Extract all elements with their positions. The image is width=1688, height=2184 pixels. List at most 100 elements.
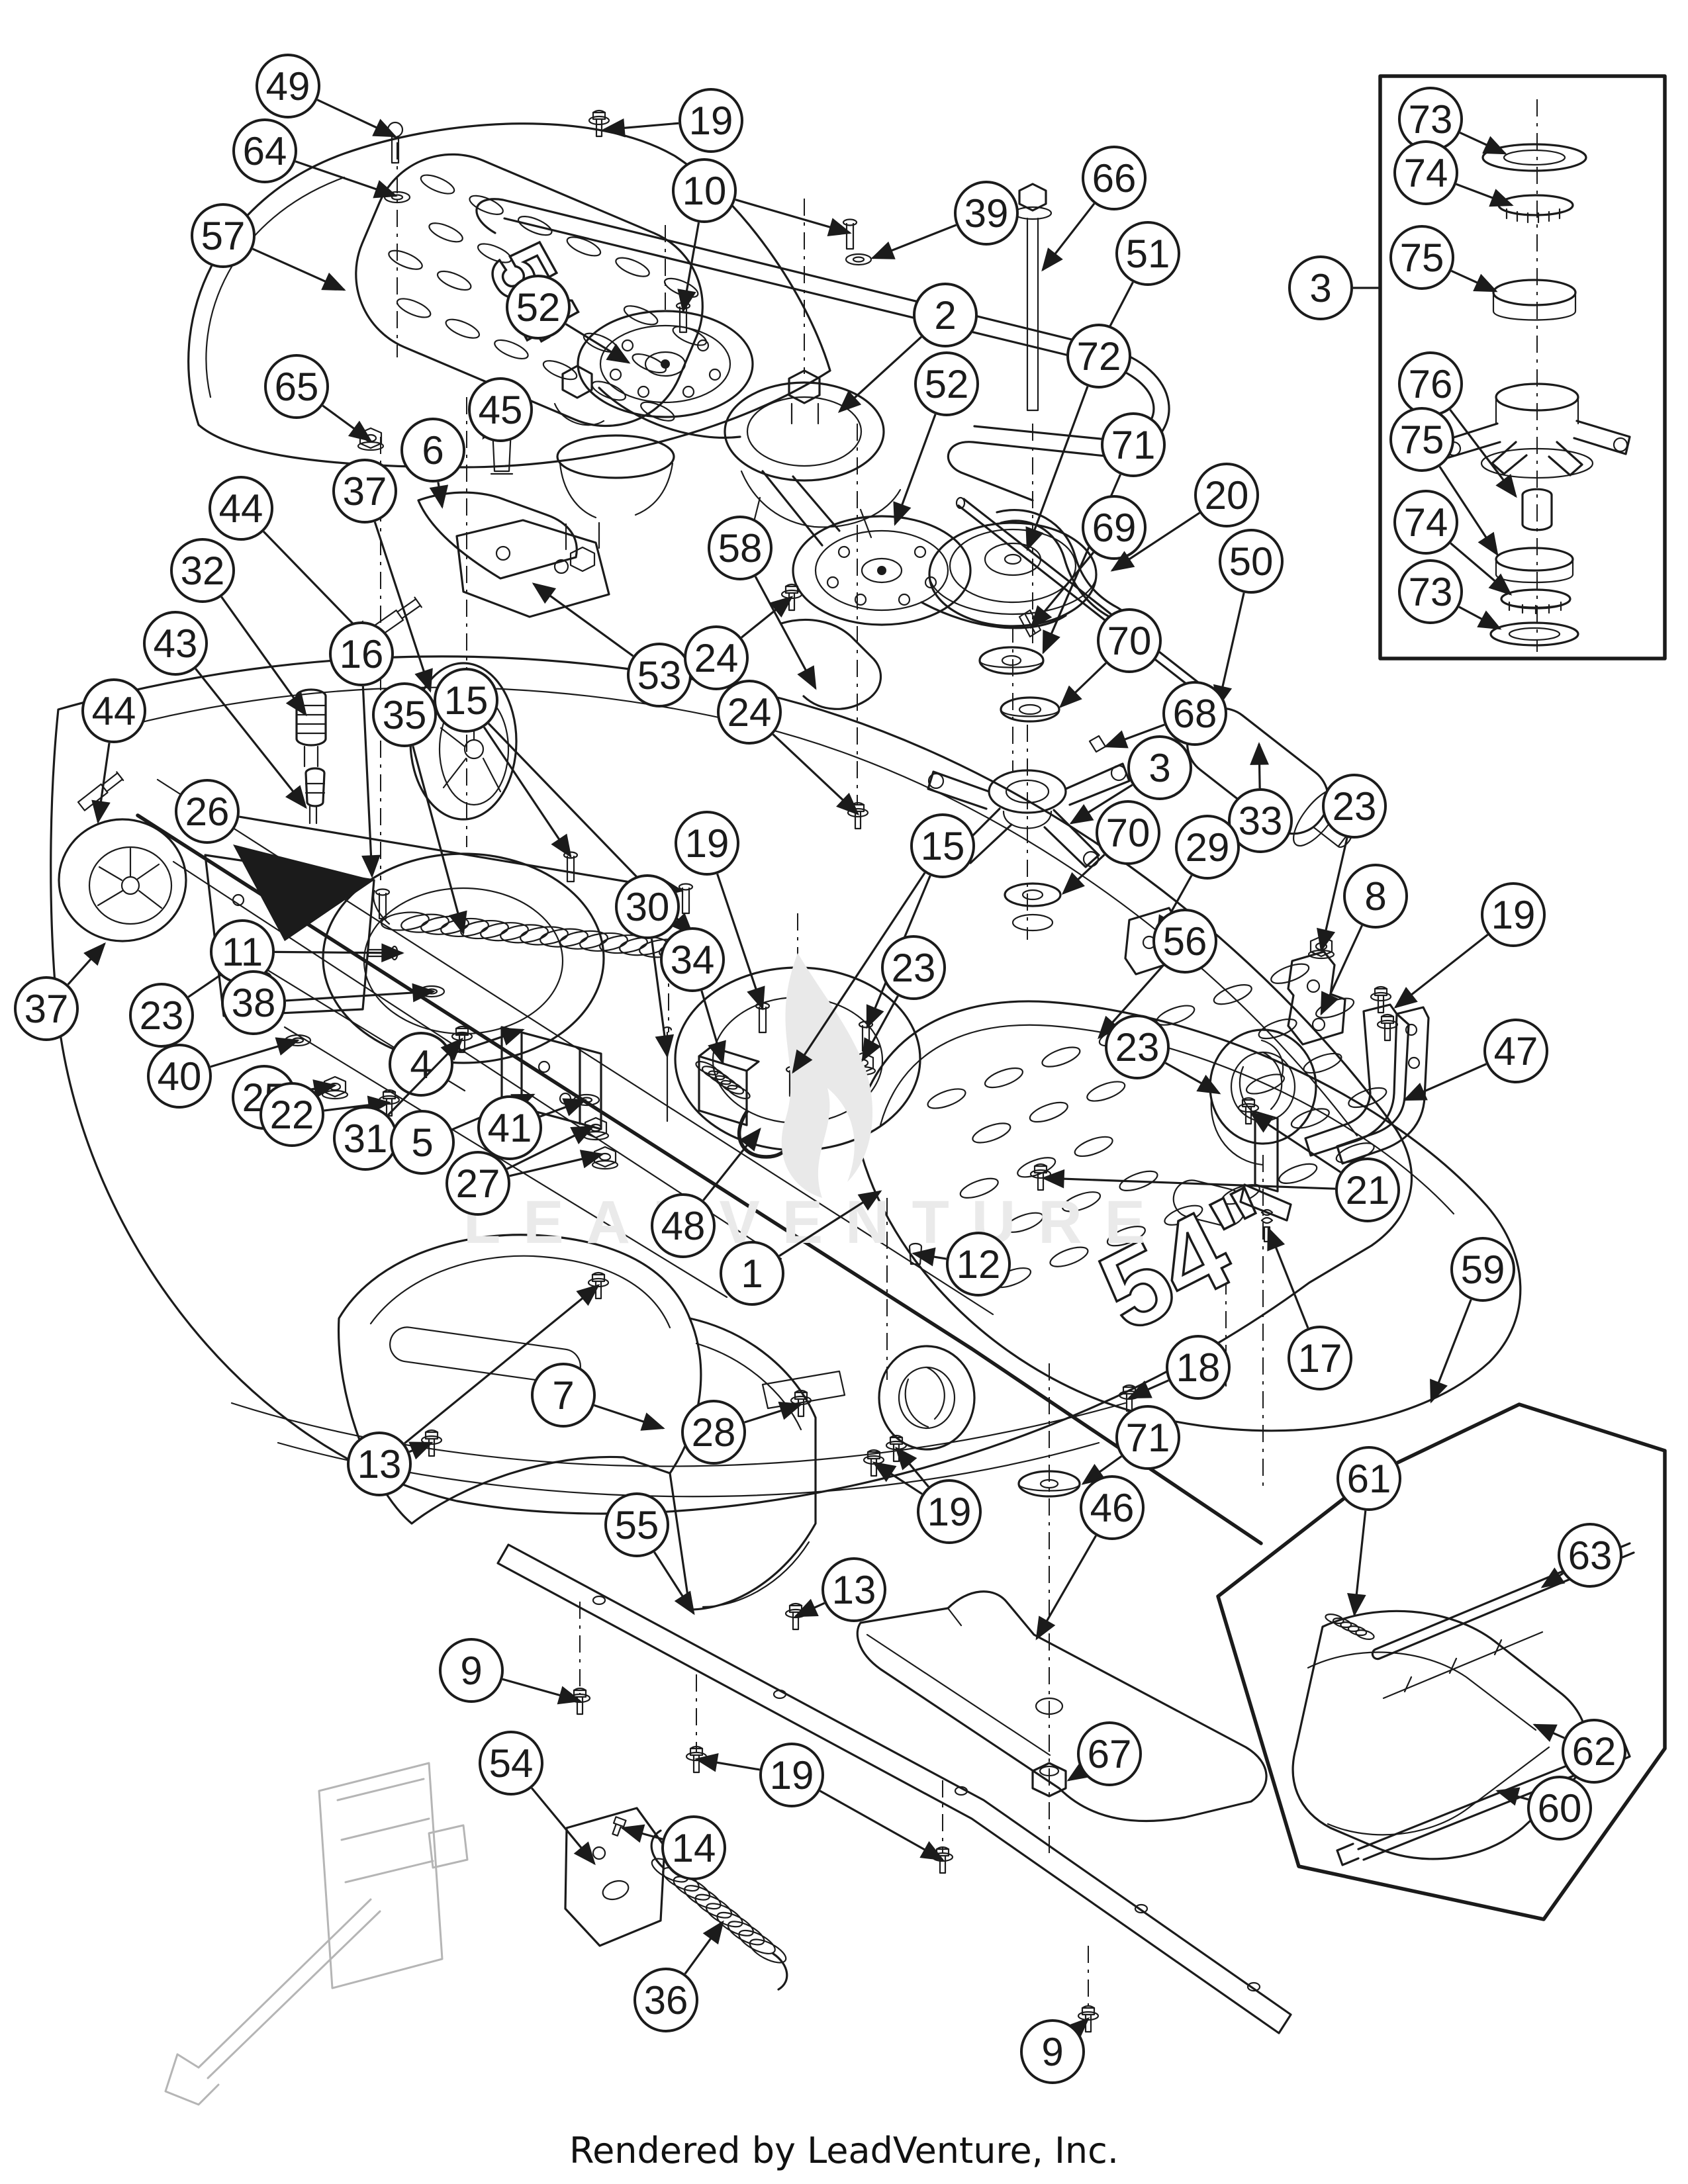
wheel-housing-bottom [878,1345,976,1451]
bent-rod-69 [996,508,1148,638]
callout-16: 16 [329,621,394,878]
callout-64: 64 [232,118,398,199]
callout-51: 51 [1086,221,1180,373]
callout-32: 32 [170,538,307,717]
callout-19: 19 [602,88,743,153]
callout-26: 26 [175,779,684,897]
callout-37: 37 [14,942,106,1041]
svg-text:62: 62 [1572,1729,1617,1774]
svg-text:9: 9 [460,1649,482,1693]
callout-34: 34 [660,927,726,1065]
svg-text:56: 56 [1163,919,1207,964]
callout-2: 2 [837,283,978,413]
svg-text:31: 31 [344,1116,388,1161]
watermark: LEADVENTURE [463,953,1145,1256]
svg-text:6: 6 [422,428,444,473]
svg-text:7: 7 [552,1373,574,1418]
callout-54: 54 [479,1731,596,1866]
svg-text:71: 71 [1126,1416,1170,1460]
svg-text:41: 41 [488,1106,532,1150]
svg-text:34: 34 [671,938,715,982]
callout-75: 75 [1389,225,1498,293]
svg-text:58: 58 [718,526,763,570]
callout-72: 72 [1025,324,1131,551]
callout-56: 56 [1098,909,1217,1040]
callout-3: 3 [1288,255,1379,320]
svg-text:75: 75 [1400,418,1444,462]
callout-39: 39 [870,181,1019,259]
callout-30: 30 [615,874,680,1058]
svg-text:16: 16 [340,632,384,676]
callout-23: 23 [861,935,946,1062]
svg-text:59: 59 [1461,1248,1505,1292]
callout-52: 52 [506,275,631,364]
svg-text:57: 57 [201,214,246,258]
svg-text:32: 32 [181,549,225,593]
svg-text:39: 39 [964,191,1009,236]
callout-13: 13 [347,1284,600,1496]
svg-text:43: 43 [154,621,198,666]
blade-46 [856,1470,1268,1823]
extension-spring-36 [650,1829,788,1991]
callout-6: 6 [400,418,465,509]
svg-text:47: 47 [1494,1029,1538,1073]
callout-19: 19 [1393,882,1546,1009]
svg-text:15: 15 [921,824,965,868]
svg-text:71: 71 [1111,423,1156,467]
callout-21: 21 [1041,1112,1400,1222]
callout-65: 65 [264,354,373,442]
svg-text:66: 66 [1092,156,1137,201]
callout-60: 60 [1495,1776,1592,1841]
chute-inset [1216,1402,1667,1921]
svg-text:22: 22 [270,1093,314,1137]
callout-35: 35 [372,682,467,935]
idler-bracket-54 [564,1807,666,1947]
callout-43: 43 [143,611,307,809]
callout-4: 4 [389,1027,525,1097]
callout-24: 24 [717,680,860,815]
callout-47: 47 [1403,1019,1548,1101]
svg-text:72: 72 [1077,334,1121,379]
svg-text:76: 76 [1409,362,1453,406]
callout-48: 48 [651,1127,761,1258]
callout-67: 67 [1066,1721,1142,1786]
svg-text:24: 24 [727,690,772,735]
callout-9: 9 [1020,2017,1090,2084]
footer-credit: Rendered by LeadVenture, Inc. [569,2130,1119,2171]
long-bolt-66 [675,183,1053,412]
svg-text:37: 37 [343,469,387,514]
callout-19: 19 [675,811,765,1011]
mounting-bar-55 [496,1543,1292,2034]
svg-text:23: 23 [1115,1025,1160,1069]
svg-text:24: 24 [694,636,739,680]
callout-52: 52 [893,351,979,526]
callout-50: 50 [1213,529,1284,709]
svg-text:74: 74 [1404,500,1448,545]
callout-61: 61 [1336,1446,1401,1617]
callout-33: 33 [1228,742,1293,853]
callout-15: 15 [792,813,975,1074]
callout-44: 44 [209,476,373,644]
callout-7: 7 [531,1363,665,1431]
svg-text:14: 14 [672,1826,716,1870]
callout-10: 10 [672,158,852,313]
svg-text:33: 33 [1239,799,1283,843]
svg-text:23: 23 [1333,784,1377,829]
callout-1: 1 [720,1190,882,1306]
callout-23: 23 [129,954,251,1048]
chute-deflector-7 [337,1234,908,1631]
callout-3: 3 [1069,735,1192,825]
svg-text:4: 4 [410,1042,432,1087]
svg-text:13: 13 [357,1442,402,1486]
damper-32-43 [295,688,327,825]
callout-70: 70 [1058,608,1162,708]
svg-text:26: 26 [185,790,230,834]
svg-text:44: 44 [219,486,263,531]
svg-text:65: 65 [275,365,319,409]
svg-text:11: 11 [222,930,263,974]
callout-70: 70 [1061,800,1160,895]
callout-63: 63 [1540,1523,1622,1588]
callout-36: 36 [633,1920,724,2032]
